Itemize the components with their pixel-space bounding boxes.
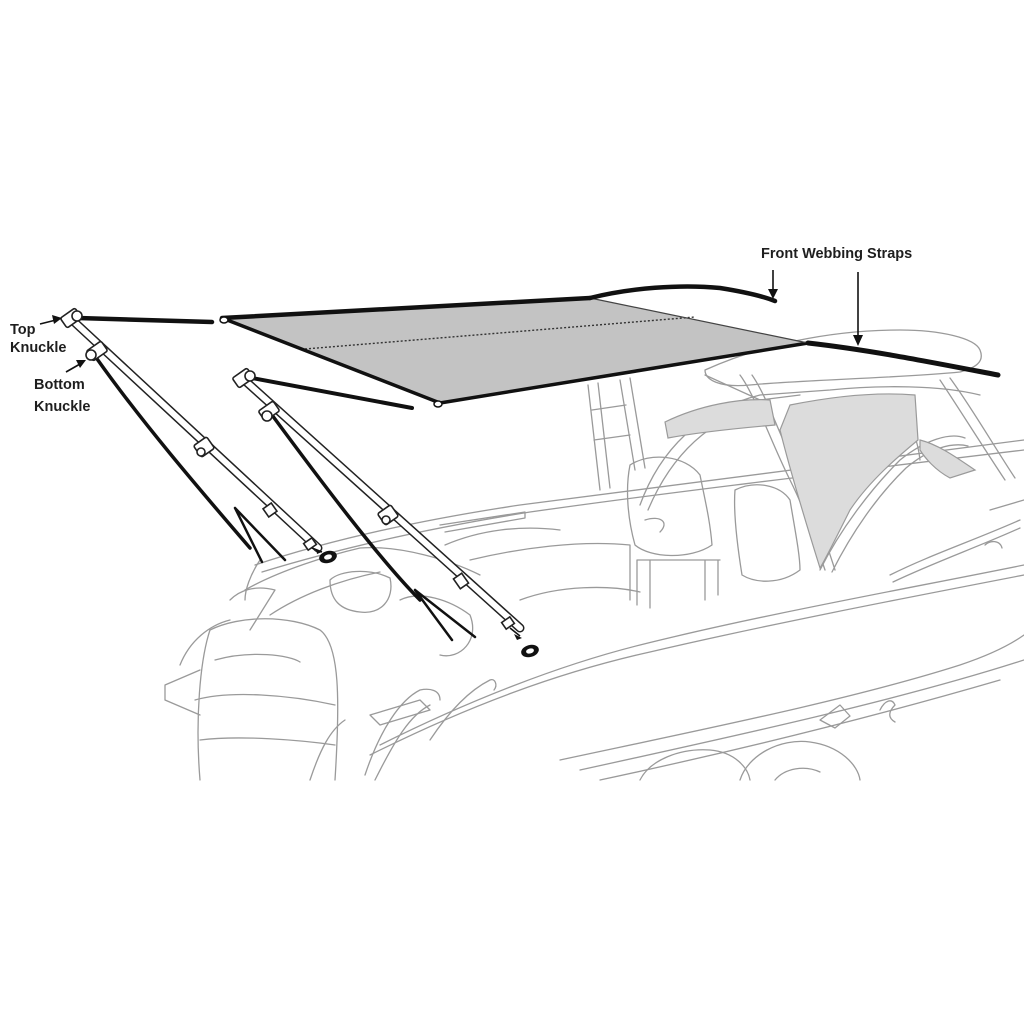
front-webbing-straps-text: Front Webbing Straps xyxy=(761,246,913,262)
rear-support-pole-left xyxy=(60,307,323,554)
front-webbing-strap-right xyxy=(805,340,1001,378)
bottom-knuckle-label-line2: Knuckle xyxy=(34,399,91,415)
top-knuckle xyxy=(60,307,83,329)
bottom-knuckle-label: Bottom Knuckle xyxy=(34,375,90,417)
rear-straps xyxy=(75,315,477,642)
shade-canopy xyxy=(219,295,810,408)
front-webbing-straps-label: Front Webbing Straps xyxy=(761,244,912,264)
rear-support-pole-right xyxy=(232,367,525,640)
label-arrows xyxy=(39,270,863,373)
top-knuckle-label: Top Knuckle xyxy=(10,320,66,358)
top-knuckle-label-line2: Knuckle xyxy=(10,340,67,356)
bottom-knuckle-label-line1: Bottom xyxy=(34,377,85,393)
top-knuckle-label-line1: Top xyxy=(10,322,36,338)
bottom-knuckle xyxy=(85,340,108,362)
deck-mount-eyelets xyxy=(319,550,539,658)
front-webbing-strap-left xyxy=(587,284,778,304)
boat-outline xyxy=(164,329,1024,781)
front-webbing-straps xyxy=(587,284,1001,378)
